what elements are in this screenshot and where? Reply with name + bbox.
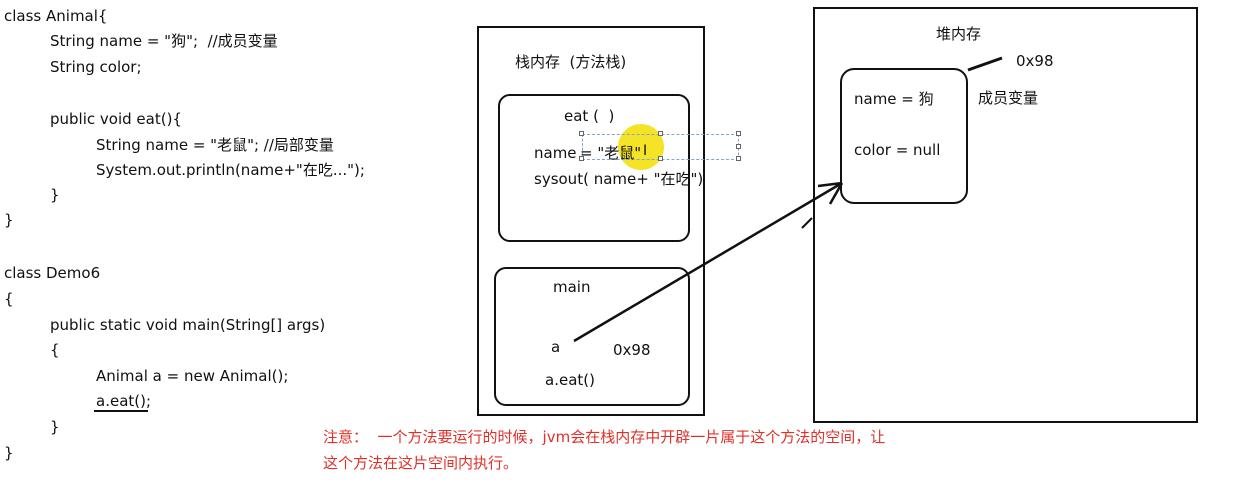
heap-memory: [813, 7, 1198, 423]
stack-memory: [477, 26, 705, 416]
cursor-highlight: [618, 124, 664, 170]
code-line: }: [50, 186, 60, 204]
selection-handle: [736, 131, 741, 136]
heap-address: 0x98: [1016, 52, 1054, 70]
note-line-1: 注意： 一个方法要运行的时候，jvm会在栈内存中开辟一片属于这个方法的空间，让: [323, 428, 886, 446]
arrow-head: [828, 182, 844, 205]
code-line: }: [4, 211, 14, 229]
main-frame-call: a.eat(): [545, 371, 595, 389]
eat-frame: [498, 94, 690, 242]
heap-title: 堆内存: [936, 25, 982, 43]
text-cursor: I: [643, 143, 648, 159]
code-line: String name = "老鼠"; //局部变量: [96, 136, 334, 154]
selection-handle: [658, 156, 663, 161]
main-frame-header: main: [553, 278, 591, 296]
code-line: String name = "狗"; //成员变量: [50, 32, 278, 50]
reference-arrow: [573, 181, 843, 343]
eat-frame-line1-prefix: name: [534, 144, 582, 162]
note-line-2: 这个方法在这片空间内执行。: [323, 454, 519, 472]
code-line: System.out.println(name+"在吃...");: [96, 161, 365, 179]
code-line: {: [4, 290, 14, 308]
code-line: }: [4, 444, 14, 462]
code-line: String color;: [50, 58, 142, 76]
code-line: }: [50, 418, 60, 436]
selection-handle: [658, 131, 663, 136]
code-line: {: [50, 341, 60, 359]
code-underline: [94, 410, 148, 412]
heap-field-name: name = 狗: [854, 90, 934, 108]
main-frame: [494, 267, 690, 406]
selection-handle: [579, 156, 584, 161]
eat-frame-line1-value: = "老鼠": [580, 144, 642, 162]
code-line: class Animal{: [4, 7, 108, 25]
selection-handle: [736, 156, 741, 161]
selection-handle: [736, 144, 741, 149]
main-frame-var: a: [551, 338, 561, 356]
animal-object: [840, 68, 968, 204]
arrow-head: [817, 181, 843, 188]
code-line: a.eat();: [96, 392, 152, 410]
eat-frame-header: eat ( ): [564, 107, 615, 125]
code-line: public static void main(String[] args): [50, 316, 326, 334]
stray-stroke: [801, 217, 813, 229]
heap-member-label: 成员变量: [978, 89, 1039, 107]
code-line: public void eat(){: [50, 110, 182, 128]
stack-title: 栈内存 (方法栈): [515, 53, 627, 71]
selection-handle: [579, 131, 584, 136]
code-line: Animal a = new Animal();: [96, 367, 289, 385]
address-tick-line: [967, 56, 1003, 72]
eat-frame-line2: sysout( name+ "在吃"): [534, 170, 704, 188]
main-frame-address: 0x98: [613, 341, 651, 359]
code-line: class Demo6: [4, 264, 101, 282]
heap-field-color: color = null: [854, 141, 941, 159]
